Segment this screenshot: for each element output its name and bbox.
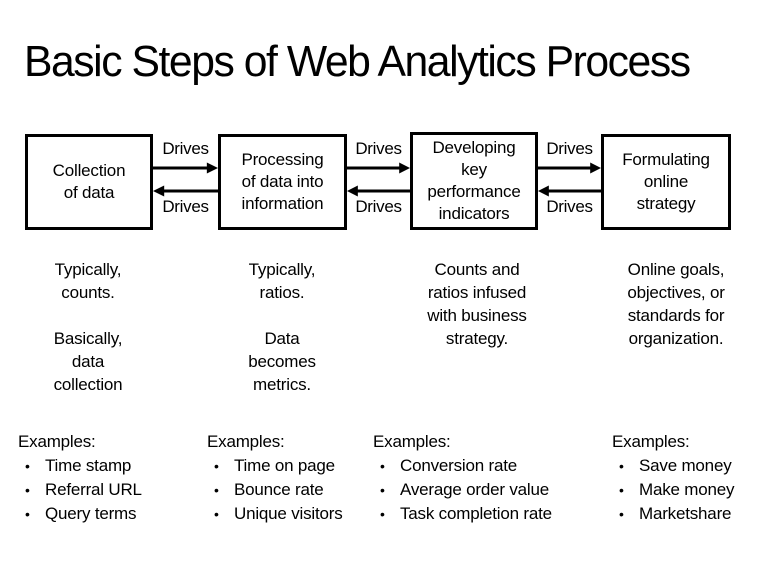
bullet-icon: • (619, 458, 624, 474)
bullet-icon: • (25, 458, 30, 474)
example-item-label: Save money (639, 456, 732, 475)
drives-label-bottom: Drives (162, 197, 209, 216)
example-item-label: Task completion rate (400, 504, 552, 523)
connector-2: Drives Drives (347, 134, 410, 230)
example-item: • Time stamp (18, 454, 142, 478)
step-description-kpi: Counts and ratios infused with business … (427, 260, 527, 348)
arrow-left-head-icon (538, 185, 549, 197)
example-item-label: Average order value (400, 480, 549, 499)
example-item: • Save money (612, 454, 734, 478)
examples-list-collection: Examples: • Time stamp • Referral URL • … (18, 430, 142, 526)
step-description-strategy: Online goals, objectives, or standards f… (627, 260, 725, 348)
arrow-left-head-icon (153, 185, 165, 197)
drives-label-bottom: Drives (546, 197, 593, 216)
example-item: • Unique visitors (207, 502, 343, 526)
examples-heading: Examples: (18, 432, 96, 451)
box-processing-data: Processing of data into information (218, 134, 347, 230)
bullet-icon: • (619, 506, 624, 522)
drives-label-top: Drives (162, 139, 209, 158)
examples-list-processing: Examples: • Time on page • Bounce rate •… (207, 430, 343, 526)
example-item-label: Referral URL (45, 480, 142, 499)
drives-label-top: Drives (546, 139, 593, 158)
step-description-collection: Typically, counts. Basically, data colle… (53, 260, 123, 394)
example-item-label: Time on page (234, 456, 335, 475)
drives-arrows (153, 162, 218, 197)
bullet-icon: • (25, 506, 30, 522)
bullet-icon: • (214, 506, 219, 522)
example-item: • Query terms (18, 502, 142, 526)
examples-list-kpi: Examples: • Conversion rate • Average or… (373, 430, 552, 526)
example-item: • Make money (612, 478, 735, 502)
example-item-label: Bounce rate (234, 480, 324, 499)
example-item: • Marketshare (612, 502, 734, 526)
arrow-right-head-icon (206, 162, 218, 174)
bullet-icon: • (214, 482, 219, 498)
drives-arrows (538, 162, 601, 197)
connector-3: Drives Drives (538, 134, 601, 230)
bullet-icon: • (380, 482, 385, 498)
example-item: • Referral URL (18, 478, 142, 502)
bullet-icon: • (619, 482, 624, 498)
example-item-label: Make money (639, 480, 735, 499)
connector-1: Drives Drives (153, 134, 218, 230)
examples-heading: Examples: (207, 432, 285, 451)
arrow-right-head-icon (399, 162, 410, 174)
examples-list-strategy: Examples: • Save money • Make money • Ma… (612, 430, 735, 526)
example-item-label: Time stamp (45, 456, 132, 475)
bullet-icon: • (380, 458, 385, 474)
arrow-right-head-icon (590, 162, 601, 174)
example-item: • Bounce rate (207, 478, 343, 502)
step-description-processing: Typically, ratios. Data becomes metrics. (248, 260, 316, 394)
drives-label-bottom: Drives (355, 197, 402, 216)
bullet-icon: • (214, 458, 219, 474)
arrow-left-head-icon (347, 185, 358, 197)
example-item: • Task completion rate (373, 502, 552, 526)
example-item-label: Query terms (45, 504, 137, 523)
examples-heading: Examples: (612, 432, 690, 451)
bullet-icon: • (25, 482, 30, 498)
example-item: • Conversion rate (373, 454, 552, 478)
slide-title: Basic Steps of Web Analytics Process (24, 37, 691, 86)
examples-heading: Examples: (373, 432, 451, 451)
bullet-icon: • (380, 506, 385, 522)
box-formulating-strategy: Formulating online strategy (601, 134, 731, 230)
example-item: • Time on page (207, 454, 343, 478)
drives-arrows (347, 162, 410, 197)
example-item-label: Marketshare (639, 504, 732, 523)
drives-label-top: Drives (355, 139, 402, 158)
example-item-label: Unique visitors (234, 504, 343, 523)
example-item-label: Conversion rate (400, 456, 518, 475)
example-item: • Average order value (373, 478, 552, 502)
box-key-performance-indicators: Developing key performance indicators (410, 132, 538, 230)
box-collection-of-data: Collection of data (25, 134, 153, 230)
